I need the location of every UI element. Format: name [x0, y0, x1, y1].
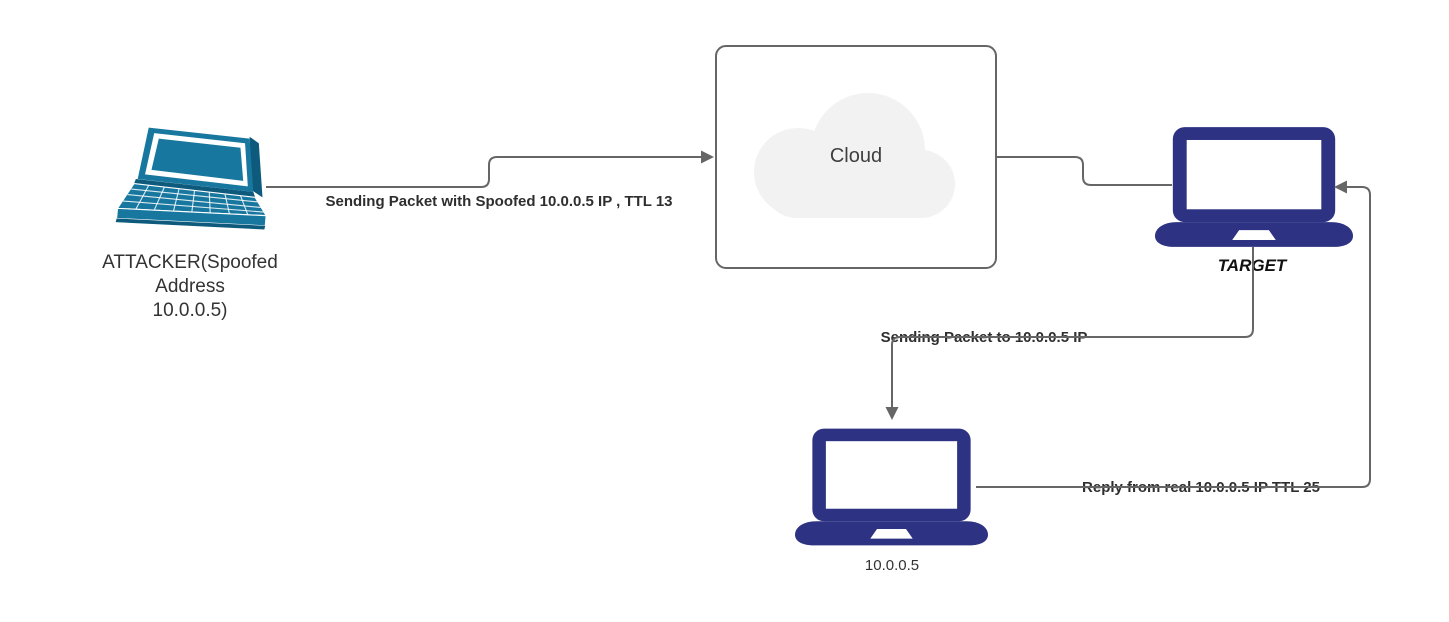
- cloud-label: Cloud: [830, 145, 882, 167]
- connector-attacker-to-cloud: [266, 150, 714, 188]
- target-laptop-icon: [1155, 127, 1353, 247]
- arrowhead-left-icon: [1334, 180, 1347, 194]
- arrowhead-right-icon: [701, 150, 714, 164]
- connector-target-to-real: [885, 247, 1254, 420]
- real-host-label: 10.0.0.5: [865, 557, 919, 574]
- attacker-label-line-3: 10.0.0.5): [153, 300, 228, 321]
- cloud-icon: [754, 93, 955, 218]
- connector-real-to-target: [976, 180, 1371, 488]
- connector-cloud-to-target: [996, 156, 1172, 186]
- attacker-label-line-1: ATTACKER(Spoofed: [102, 252, 278, 273]
- attacker-laptop-icon: [115, 127, 267, 231]
- attacker-label: ATTACKER(Spoofed Address 10.0.0.5): [102, 252, 278, 321]
- real-host-laptop-icon: [795, 428, 988, 546]
- edge-label-spoofed-packet: Sending Packet with Spoofed 10.0.0.5 IP …: [325, 193, 672, 210]
- attacker-label-line-2: Address: [155, 276, 225, 297]
- arrowhead-down-icon: [885, 407, 899, 420]
